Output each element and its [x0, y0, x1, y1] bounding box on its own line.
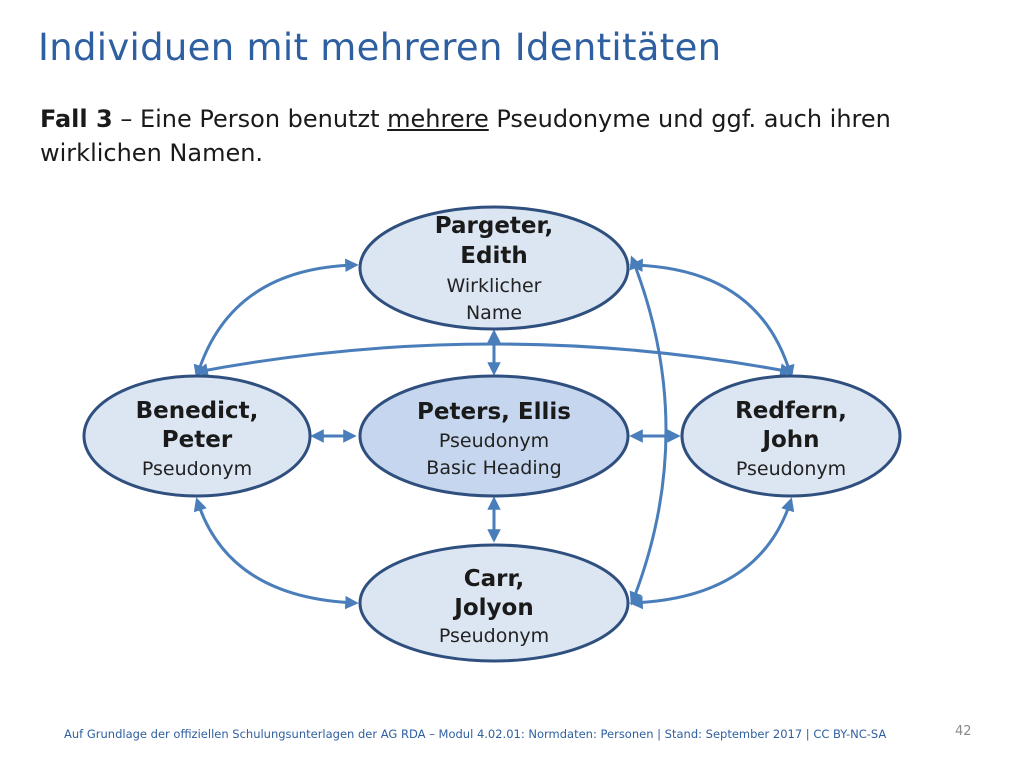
node-pargeter-edith: Pargeter, Edith Wirklicher Name [358, 205, 630, 331]
subtitle-underlined-word: mehrere [387, 105, 489, 133]
subtitle-text-after: Pseudonyme und ggf. auch ihren wirkliche… [40, 105, 891, 167]
arrow-benedict-carr [193, 497, 359, 610]
node-pargeter-role-line2: Name [466, 302, 522, 324]
connectors [193, 255, 795, 610]
node-peters-ellis: Peters, Ellis Pseudonym Basic Heading [358, 374, 630, 498]
page-number: 42 [955, 724, 972, 739]
footer-text: Auf Grundlage der offiziellen Schulungsu… [64, 727, 887, 741]
node-benedict-name-line1: Benedict, [136, 398, 259, 424]
node-redfern-name-line1: Redfern, [735, 398, 847, 424]
node-carr-name-line1: Carr, [464, 566, 524, 592]
node-pargeter-name-line1: Pargeter, [435, 213, 553, 239]
node-carr-name-line2: Jolyon [452, 595, 533, 621]
node-pargeter-ellipse [358, 205, 630, 331]
slide-subtitle: Fall 3 – Eine Person benutzt mehrere Pse… [40, 102, 940, 170]
node-peters-role-line2: Basic Heading [426, 457, 561, 479]
node-pargeter-role-line1: Wirklicher [446, 275, 541, 297]
node-pargeter-name-line2: Edith [460, 243, 527, 269]
node-redfern-john: Redfern, John Pseudonym [680, 374, 902, 498]
node-peters-ellipse [358, 374, 630, 498]
node-benedict-name-line2: Peter [162, 427, 233, 453]
arrow-pargeter-benedict [193, 258, 359, 379]
node-redfern-name-line2: John [760, 427, 819, 453]
node-carr-jolyon: Carr, Jolyon Pseudonym [358, 543, 630, 663]
arrow-pargeter-carr [629, 255, 668, 606]
node-benedict-ellipse [82, 374, 312, 498]
node-benedict-role-line1: Pseudonym [142, 458, 252, 480]
node-benedict-peter: Benedict, Peter Pseudonym [82, 374, 312, 498]
subtitle-text-before: – Eine Person benutzt [112, 105, 388, 133]
node-peters-name-line1: Peters, Ellis [417, 399, 571, 425]
node-carr-ellipse [358, 543, 630, 663]
case-label: Fall 3 [40, 105, 113, 133]
arrow-redfern-carr [629, 497, 795, 610]
slide-title: Individuen mit mehreren Identitäten [38, 26, 722, 69]
node-carr-role-line1: Pseudonym [439, 625, 549, 647]
node-redfern-role-line1: Pseudonym [736, 458, 846, 480]
arrow-pargeter-redfern [629, 258, 795, 379]
node-redfern-ellipse [680, 374, 902, 498]
node-peters-role-line1: Pseudonym [439, 430, 549, 452]
